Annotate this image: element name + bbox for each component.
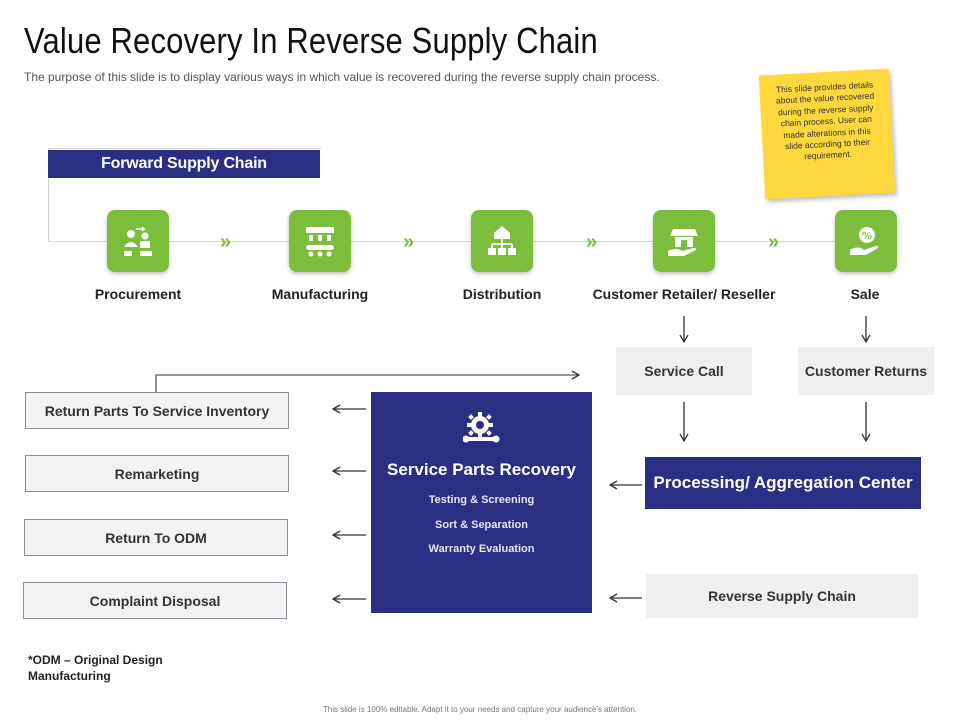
footnote-line-1: *ODM – Original Design: [28, 653, 163, 667]
footer-note: This slide is 100% editable. Adapt it to…: [322, 705, 638, 714]
service-call-box: Service Call: [616, 347, 752, 395]
stage-label-manufacturing: Manufacturing: [271, 286, 369, 302]
outcome-return-to-odm: Return To ODM: [24, 519, 288, 556]
manufacturing-icon: [289, 210, 351, 272]
recovery-item-testing: Testing & Screening: [428, 494, 535, 506]
footnote-line-2: Manufacturing: [28, 669, 111, 683]
footnote: *ODM – Original Design Manufacturing: [28, 652, 163, 684]
store-icon: [653, 210, 715, 272]
page-title: Value Recovery In Reverse Supply Chain: [24, 20, 598, 61]
flow-chevron: »: [220, 231, 232, 253]
flow-chevron: »: [403, 231, 415, 253]
page-subtitle: The purpose of this slide is to display …: [24, 70, 660, 84]
procurement-icon: [107, 210, 169, 272]
outcome-return-parts: Return Parts To Service Inventory: [25, 392, 289, 429]
flow-chevron: »: [586, 231, 598, 253]
stage-label-sale: Sale: [850, 286, 880, 302]
distribution-icon: [471, 210, 533, 272]
service-parts-recovery-title: Service Parts Recovery: [386, 460, 577, 479]
service-parts-recovery-panel: Service Parts Recovery Testing & Screeni…: [371, 392, 592, 613]
recovery-item-warranty: Warranty Evaluation: [428, 543, 535, 555]
outcome-complaint-disposal: Complaint Disposal: [23, 582, 287, 619]
stage-label-procurement: Procurement: [94, 286, 182, 302]
arrow-return-parts-loop: [155, 370, 581, 392]
forward-chain-frame: [48, 148, 321, 241]
stage-label-distribution: Distribution: [462, 286, 542, 302]
customer-returns-box: Customer Returns: [798, 347, 934, 395]
reverse-supply-chain-box: Reverse Supply Chain: [646, 574, 918, 618]
gear-wrench-icon: [463, 412, 500, 443]
outcome-remarketing: Remarketing: [25, 455, 289, 492]
flow-chevron: »: [768, 231, 780, 253]
forward-flow-line: [48, 241, 868, 242]
forward-supply-chain-label: Forward Supply Chain: [48, 150, 320, 178]
stage-label-customer-retailer: Customer Retailer/ Reseller: [592, 286, 776, 302]
sale-icon: %: [835, 210, 897, 272]
svg-text:%: %: [862, 231, 872, 242]
recovery-item-sort: Sort & Separation: [435, 519, 528, 531]
processing-aggregation-center: Processing/ Aggregation Center: [645, 457, 921, 509]
